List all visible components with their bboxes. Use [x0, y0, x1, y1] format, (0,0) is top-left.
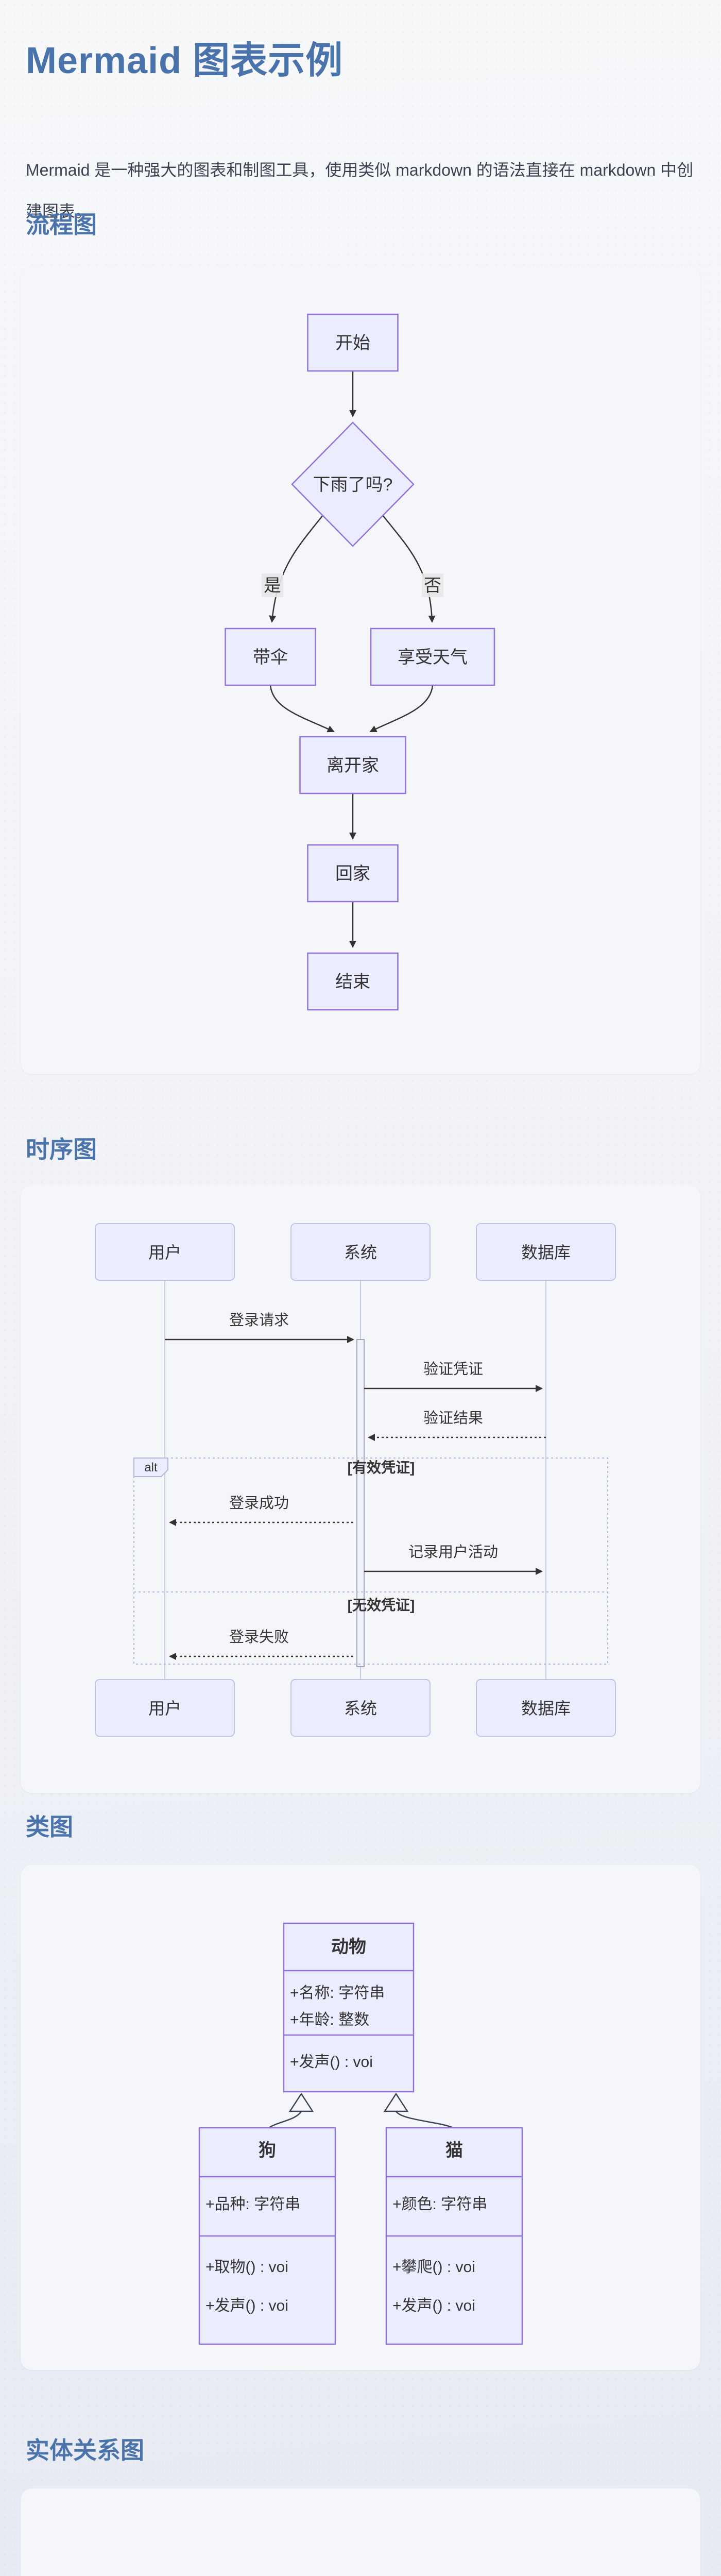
node-enjoy-label: 享受天气: [398, 648, 468, 667]
flowchart-card: 是 否 开始 下雨了吗? 带伞 享受天气 离开家 回家 结束: [21, 265, 700, 1074]
node-start-label: 开始: [335, 333, 370, 353]
guard-invalid: [无效凭证]: [348, 1597, 415, 1613]
class-animal: 动物 +名称: 字符串 +年龄: 整数 +发声() : voi: [283, 1922, 415, 2093]
msg-log-activity: 记录用户活动: [408, 1544, 498, 1561]
section-heading-flowchart: 流程图: [26, 211, 97, 238]
class-dog-method1: +取物() : voi: [205, 2259, 288, 2276]
flowchart-diagram: 是 否 开始 下雨了吗? 带伞 享受天气 离开家 回家 结束: [225, 313, 495, 1011]
msg-verify: 验证凭证: [423, 1361, 483, 1378]
section-heading-class: 类图: [26, 1814, 73, 1840]
triangle-left: [288, 2092, 314, 2112]
node-end-label: 结束: [335, 972, 370, 992]
msg-fail: 登录失败: [229, 1629, 289, 1646]
actor-boxes-top: [95, 1223, 616, 1281]
alt-frame: alt [有效凭证] 登录成功 记录用户活动 [无效凭证] 登录失败: [133, 1458, 608, 1665]
msg-result: 验证结果: [423, 1410, 483, 1427]
class-cat-method1: +攀爬() : voi: [392, 2259, 475, 2276]
alt-tab-label: alt: [144, 1461, 158, 1475]
class-dog-name: 狗: [259, 2141, 276, 2160]
msg-success: 登录成功: [229, 1495, 289, 1512]
edge-label-yes: 是: [264, 576, 281, 596]
guard-valid: [有效凭证]: [348, 1460, 415, 1476]
sequence-diagram: 用户 系统 数据库 登录请求 验证凭证 验证结果 alt [有效凭证] 登录成功…: [95, 1223, 616, 1737]
actor-user-bottom: [95, 1679, 235, 1737]
er-diagram: 下单 包含 客户 字符串 姓名 字符串 邮箱 字符串 地址: [21, 2488, 700, 2576]
actor-user-label-bottom: 用户: [148, 1699, 181, 1718]
inheritance-links: [268, 2111, 454, 2129]
actor-boxes-bottom: [95, 1679, 616, 1737]
actor-system-bottom: [290, 1679, 431, 1737]
node-umbrella-label: 带伞: [253, 648, 288, 667]
class-cat-method2: +发声() : voi: [392, 2297, 475, 2314]
msg-login: 登录请求: [229, 1312, 289, 1329]
node-start: [307, 313, 399, 372]
actor-system-top: [290, 1223, 431, 1281]
node-home: [307, 844, 399, 903]
class-dog: 狗 +品种: 字符串 +取物() : voi +发声() : voi: [198, 2127, 336, 2345]
er-card: 下单 包含 客户 字符串 姓名 字符串 邮箱 字符串 地址: [21, 2488, 700, 2576]
node-decision-label: 下雨了吗?: [313, 475, 393, 495]
page-title: Mermaid 图表示例: [26, 40, 344, 81]
node-umbrella: [225, 628, 316, 686]
sequence-messages: 登录请求 验证凭证 验证结果: [165, 1312, 546, 1441]
inheritance-arrows: [288, 2092, 409, 2112]
class-animal-method1: +发声() : voi: [290, 2054, 373, 2071]
node-leave: [299, 736, 406, 794]
actor-user-top: [95, 1223, 235, 1281]
node-decision: [291, 421, 415, 547]
class-cat: 猫 +颜色: 字符串 +攀爬() : voi +发声() : voi: [385, 2127, 523, 2345]
class-dog-attr1: +品种: 字符串: [205, 2196, 300, 2213]
node-enjoy: [370, 628, 495, 686]
actor-database-label-bottom: 数据库: [521, 1699, 571, 1718]
node-end: [307, 952, 399, 1011]
flowchart-nodes: [225, 313, 495, 1011]
class-animal-attr2: +年龄: 整数: [290, 2011, 369, 2028]
class-cat-attr1: +颜色: 字符串: [392, 2196, 487, 2213]
class-dog-method2: +发声() : voi: [205, 2297, 288, 2314]
node-leave-label: 离开家: [327, 756, 379, 775]
actor-database-bottom: [476, 1679, 616, 1737]
page-description: Mermaid 是一种强大的图表和制图工具，使用类似 markdown 的语法直…: [26, 161, 694, 221]
class-animal-name: 动物: [331, 1937, 366, 1957]
class-card: 动物 +名称: 字符串 +年龄: 整数 +发声() : voi 狗 +品种: 字…: [21, 1865, 700, 2370]
flowchart-edges: [269, 371, 436, 948]
edge-label-no: 否: [424, 576, 441, 596]
class-diagram: 动物 +名称: 字符串 +年龄: 整数 +发声() : voi 狗 +品种: 字…: [198, 1922, 523, 2345]
sequence-card: 用户 系统 数据库 登录请求 验证凭证 验证结果 alt [有效凭证] 登录成功…: [21, 1185, 700, 1793]
class-cat-name: 猫: [445, 2141, 463, 2160]
actor-user-label: 用户: [148, 1243, 181, 1262]
section-heading-sequence: 时序图: [26, 1136, 97, 1163]
section-heading-er: 实体关系图: [26, 2437, 144, 2464]
actor-database-top: [476, 1223, 616, 1281]
triangle-right: [383, 2092, 409, 2112]
activation-bar: [356, 1339, 365, 1667]
class-animal-attr1: +名称: 字符串: [290, 1985, 385, 2002]
actor-system-label-bottom: 系统: [344, 1699, 377, 1718]
actor-system-label: 系统: [344, 1243, 377, 1262]
node-home-label: 回家: [335, 864, 370, 884]
actor-database-label: 数据库: [521, 1243, 571, 1262]
flowchart-edge-labels: 是 否: [262, 573, 443, 597]
flowchart-node-labels: 开始 下雨了吗? 带伞 享受天气 离开家 回家 结束: [253, 333, 468, 992]
